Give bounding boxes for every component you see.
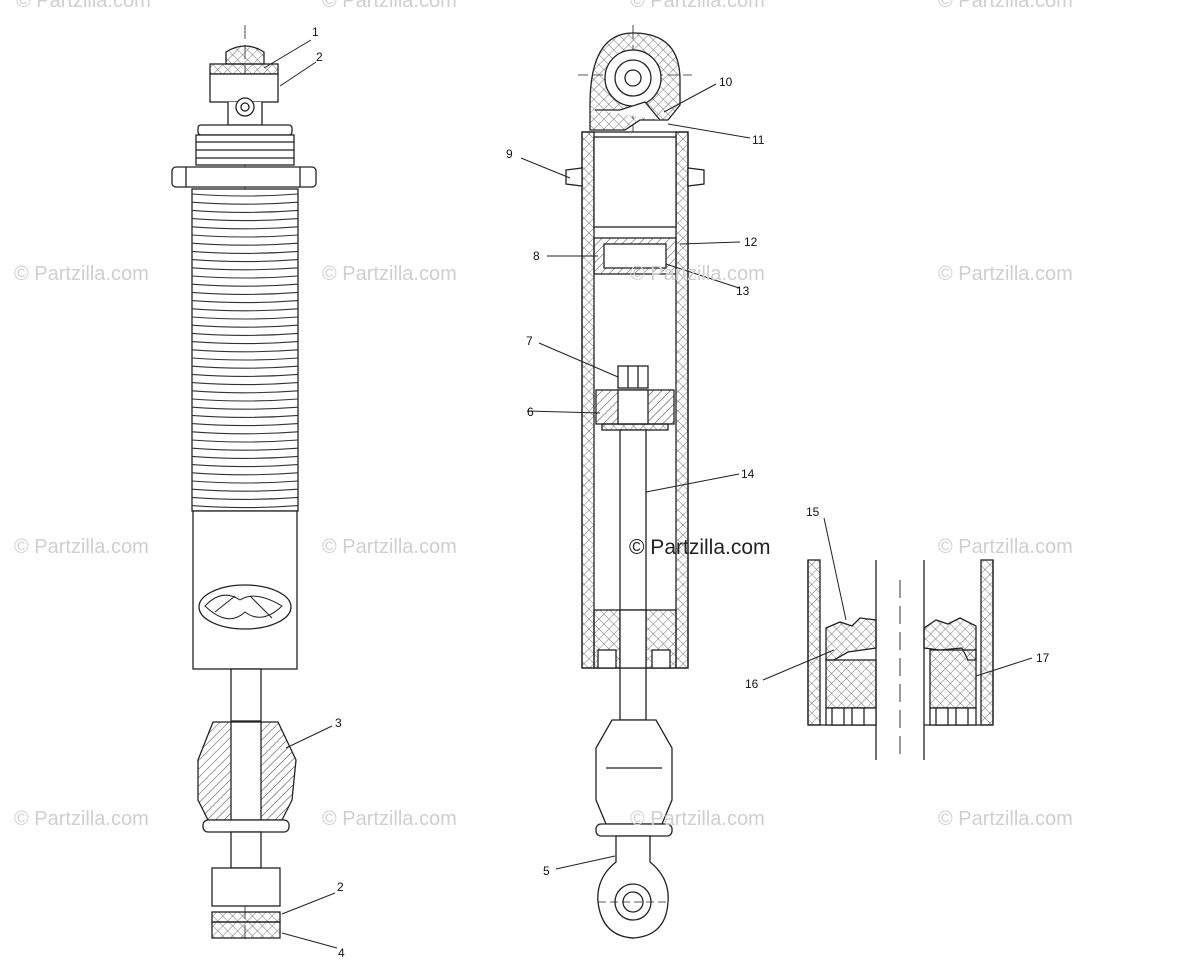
spring-coil xyxy=(191,373,299,377)
piston-rod xyxy=(619,429,647,721)
spring-coil xyxy=(191,259,299,263)
callout-10: 10 xyxy=(719,75,733,89)
callout-11: 11 xyxy=(752,133,765,147)
watermark: © Partzilla.com xyxy=(14,808,149,830)
spring-coil xyxy=(191,505,299,509)
spring-coil xyxy=(191,226,299,230)
spring-coil xyxy=(191,382,299,386)
callout-2-top: 2 xyxy=(316,50,323,64)
spring-coil xyxy=(191,209,299,213)
spring-coil xyxy=(191,455,299,459)
piston-shaft xyxy=(230,668,262,722)
top-eye-mount xyxy=(209,73,279,103)
callout-3: 3 xyxy=(335,716,342,730)
spring-coil xyxy=(191,193,299,197)
lower-washer xyxy=(202,819,290,833)
watermark: © Partzilla.com xyxy=(938,263,1073,285)
spring-coil xyxy=(191,496,299,500)
spring-coil xyxy=(191,324,299,328)
spring-coil xyxy=(191,464,299,468)
watermark: © Partzilla.com xyxy=(322,808,457,830)
callout-5: 5 xyxy=(543,864,550,878)
spring-coil xyxy=(191,480,299,484)
watermark: © Partzilla.com xyxy=(938,536,1073,558)
spring-coil xyxy=(191,283,299,287)
spring-coil xyxy=(191,275,299,279)
spring-coil xyxy=(191,398,299,402)
body-logo xyxy=(198,584,292,630)
top-bushing xyxy=(225,45,265,65)
callout-4: 4 xyxy=(338,946,345,960)
center-watermark: © Partzilla.com xyxy=(629,536,771,559)
spring-adjuster-nut xyxy=(171,166,317,188)
spring-coil xyxy=(191,406,299,410)
watermark: © Partzilla.com xyxy=(14,536,149,558)
spring-coil xyxy=(191,291,299,295)
left-shock-assembly xyxy=(171,25,317,940)
watermark: © Partzilla.com xyxy=(630,808,765,830)
seal-detail-view xyxy=(807,559,994,760)
callout-2-bottom: 2 xyxy=(337,880,344,894)
callout-17: 17 xyxy=(1036,651,1050,665)
piston-nut xyxy=(617,365,649,389)
spring-coil xyxy=(191,390,299,394)
spring-coil xyxy=(191,357,299,361)
spring-coil xyxy=(191,332,299,336)
spring-coil xyxy=(191,414,299,418)
spring-coil xyxy=(191,423,299,427)
lower-eye xyxy=(211,867,281,907)
spring-coil xyxy=(191,349,299,353)
callout-15: 15 xyxy=(806,505,820,519)
callout-6: 6 xyxy=(527,405,534,419)
lower-bushing xyxy=(211,921,281,939)
watermark: © Partzilla.com xyxy=(322,536,457,558)
section-shock-assembly xyxy=(565,25,705,940)
spring-coil xyxy=(191,267,299,271)
spring-coil xyxy=(191,250,299,254)
callout-9: 9 xyxy=(506,147,513,161)
spring-coil xyxy=(191,234,299,238)
watermark: © Partzilla.com xyxy=(630,263,765,285)
lower-washer-2 xyxy=(211,911,281,923)
watermark: © Partzilla.com xyxy=(630,0,765,12)
callout-12: 12 xyxy=(744,235,758,249)
spring-coil xyxy=(191,316,299,320)
spring-coil xyxy=(191,201,299,205)
spring-coil xyxy=(191,341,299,345)
watermark: © Partzilla.com xyxy=(16,0,151,12)
spring-coil xyxy=(191,365,299,369)
side-mount-tab xyxy=(565,167,583,187)
watermark: © Partzilla.com xyxy=(322,0,457,12)
spring-coil xyxy=(191,431,299,435)
detail-seal-left xyxy=(825,617,877,661)
callout-8: 8 xyxy=(533,249,540,263)
callout-1: 1 xyxy=(312,25,319,39)
leader-lines xyxy=(263,39,1033,949)
spring-coil xyxy=(191,488,299,492)
spring-coil xyxy=(191,308,299,312)
watermark: © Partzilla.com xyxy=(322,263,457,285)
watermark: © Partzilla.com xyxy=(14,263,149,285)
watermark: © Partzilla.com xyxy=(938,0,1073,12)
spring-coil xyxy=(191,242,299,246)
callout-7: 7 xyxy=(526,334,533,348)
spring-coil xyxy=(191,218,299,222)
callout-numbers: 1 2 3 2 4 5 6 7 8 9 10 11 12 13 14 15 16… xyxy=(312,25,1050,960)
callout-16: 16 xyxy=(745,677,759,691)
spring-coil xyxy=(191,472,299,476)
reservoir-valve xyxy=(235,97,255,117)
callout-13: 13 xyxy=(736,284,750,298)
spring-coil xyxy=(191,447,299,451)
upper-threads xyxy=(195,134,295,166)
watermark: © Partzilla.com xyxy=(938,808,1073,830)
spring-coil xyxy=(191,439,299,443)
spring-coil xyxy=(191,300,299,304)
callout-14: 14 xyxy=(741,467,755,481)
